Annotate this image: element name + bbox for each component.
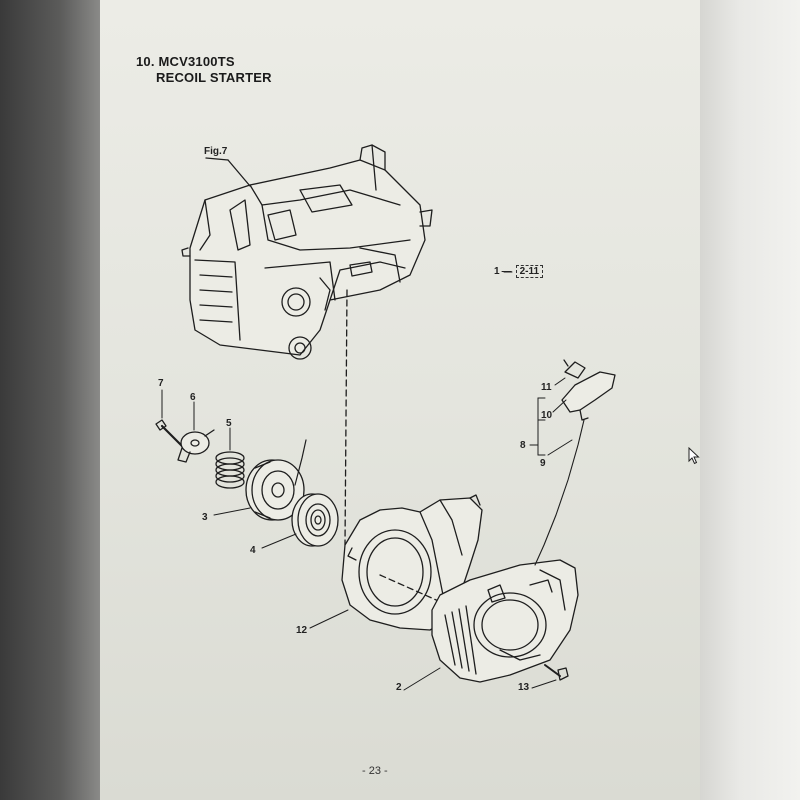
monitor-bezel-right bbox=[700, 0, 800, 800]
monitor-bezel-left bbox=[0, 0, 100, 800]
callout-5: 5 bbox=[226, 418, 232, 429]
callout-4: 4 bbox=[250, 545, 256, 556]
callout-3: 3 bbox=[202, 512, 208, 523]
callout-10: 10 bbox=[541, 410, 553, 421]
part-2-starter-cover bbox=[431, 559, 579, 683]
callout-13: 13 bbox=[518, 682, 530, 693]
callout-6: 6 bbox=[190, 392, 196, 403]
crankcase-housing bbox=[181, 144, 433, 360]
part-6-plate bbox=[177, 429, 215, 463]
callout-8: 8 bbox=[520, 440, 526, 451]
page-number: - 23 - bbox=[362, 765, 388, 777]
reference-page-box: 2-11 bbox=[515, 265, 544, 278]
callout-9: 9 bbox=[540, 458, 546, 469]
document-page bbox=[100, 0, 700, 800]
part-5-spring bbox=[215, 451, 245, 489]
part-13-screw bbox=[544, 664, 569, 681]
reference-note: 1—2-11 bbox=[494, 265, 544, 278]
part-4-spring-case bbox=[291, 493, 339, 547]
part-7-bolt bbox=[155, 419, 184, 448]
callout-12: 12 bbox=[296, 625, 308, 636]
mouse-cursor-icon bbox=[688, 447, 700, 465]
callout-2: 2 bbox=[396, 682, 402, 693]
part-8-handle-assembly bbox=[534, 359, 616, 566]
part-3-pulley bbox=[245, 459, 305, 521]
reference-item: 1 bbox=[494, 266, 500, 277]
callout-11: 11 bbox=[541, 382, 552, 393]
callout-7: 7 bbox=[158, 378, 164, 389]
figure-label: Fig.7 bbox=[204, 146, 228, 157]
section-title: 10. MCV3100TS bbox=[136, 54, 235, 69]
section-subtitle: RECOIL STARTER bbox=[156, 70, 272, 85]
